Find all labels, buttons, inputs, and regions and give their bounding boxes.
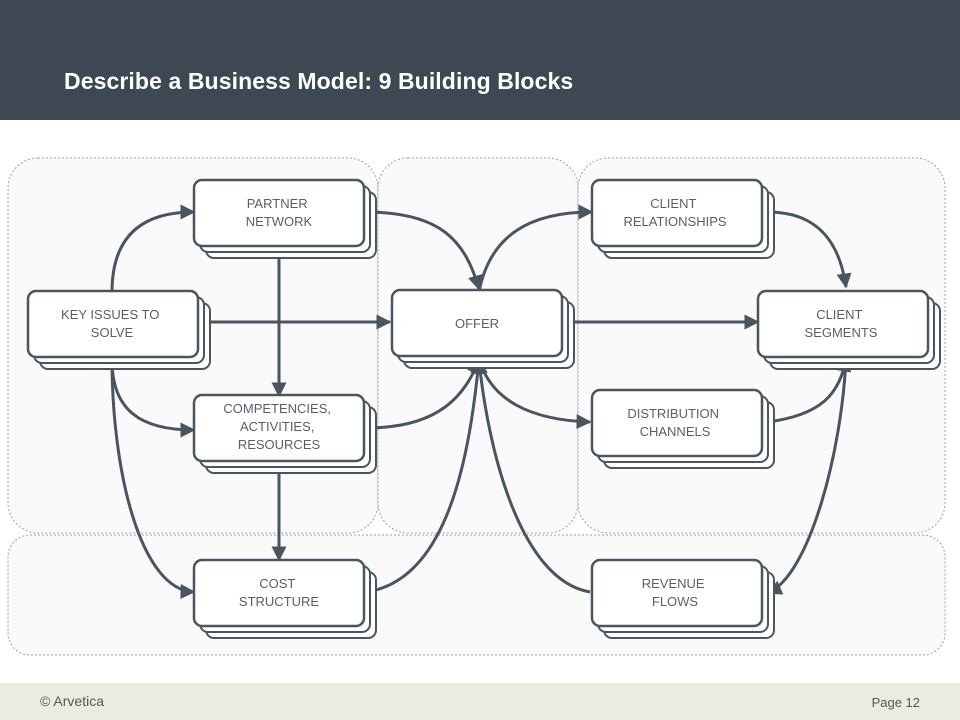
- block-key-issues: KEY ISSUES TO SOLVE: [26, 289, 211, 370]
- partner-network-line-1: PARTNER: [247, 196, 308, 211]
- cost-structure-line-2: STRUCTURE: [239, 594, 319, 609]
- revenue-flows-line-2: FLOWS: [652, 594, 699, 609]
- block-revenue-flows: REVENUE FLOWS: [590, 558, 775, 639]
- distribution-channels-line-1: DISTRIBUTION: [627, 406, 719, 421]
- page-title: Describe a Business Model: 9 Building Bl…: [64, 68, 574, 94]
- key-issues-line-1: KEY ISSUES TO: [61, 307, 159, 322]
- copyright-text: © Arvetica: [40, 693, 105, 709]
- svg-text:COMPETENCIES, ACTIVITIES: COMPETENCIES, ACTIVITIES, RESOURCES: [223, 401, 334, 452]
- key-issues-line-2: SOLVE: [91, 325, 134, 340]
- client-segments-line-2: SEGMENTS: [805, 325, 878, 340]
- svg-text:DISTRIBUTION CHANNELS: DISTRIBUTION CHANNELS: [627, 406, 722, 439]
- block-client-segments: CLIENT SEGMENTS: [756, 289, 941, 370]
- svg-text:CLIENT SEGMENTS: CLIENT SEGMENTS: [805, 307, 878, 340]
- arrow-keyissues-to-cost: [110, 359, 196, 599]
- page-number: Page 12: [871, 695, 920, 710]
- svg-text:OFFER: OFFER: [455, 316, 499, 331]
- revenue-flows-line-1: REVENUE: [642, 576, 705, 591]
- svg-text:COST STRUCTURE: COST STRUCTURE: [239, 576, 319, 609]
- client-relationships-line-1: CLIENT: [650, 196, 696, 211]
- svg-text:KEY ISSUES TO SOLVE: KEY ISSUES TO SOLVE: [61, 307, 163, 340]
- block-cost-structure: COST STRUCTURE: [192, 558, 377, 639]
- svg-text:REVENUE FLOWS: REVENUE FLOWS: [642, 576, 708, 609]
- client-relationships-line-2: RELATIONSHIPS: [623, 214, 726, 229]
- distribution-channels-line-2: CHANNELS: [640, 424, 711, 439]
- block-offer: OFFER: [390, 288, 575, 369]
- block-competencies: COMPETENCIES, ACTIVITIES, RESOURCES: [192, 393, 377, 474]
- block-distribution-channels: DISTRIBUTION CHANNELS: [590, 388, 775, 469]
- client-segments-line-1: CLIENT: [816, 307, 862, 322]
- arrow-revenue-to-offer: [472, 358, 591, 594]
- svg-text:CLIENT RELATIONSHIPS: CLIENT RELATIONSHIPS: [623, 196, 726, 229]
- svg-text:PARTNER NETWORK: PARTNER NETWORK: [246, 196, 313, 229]
- arrow-relationships-to-segments: [767, 210, 852, 289]
- competencies-line-3: RESOURCES: [238, 437, 321, 452]
- competencies-line-2: ACTIVITIES,: [240, 419, 314, 434]
- offer-line-1: OFFER: [455, 316, 499, 331]
- block-partner-network: PARTNER NETWORK: [192, 178, 377, 259]
- block-client-relationships: CLIENT RELATIONSHIPS: [590, 178, 775, 259]
- partner-network-line-2: NETWORK: [246, 214, 313, 229]
- arrow-segments-to-revenue: [766, 357, 848, 595]
- footer-bar: © Arvetica Page 12: [0, 683, 960, 720]
- arrow-partner-to-offer: [365, 210, 483, 291]
- cost-structure-line-1: COST: [259, 576, 295, 591]
- arrow-keyissues-to-partner: [110, 204, 196, 293]
- arrow-cost-to-offer: [365, 358, 486, 594]
- header-bar: Describe a Business Model: 9 Building Bl…: [0, 0, 960, 120]
- arrow-offer-to-relationships: [477, 204, 594, 293]
- competencies-line-1: COMPETENCIES,: [223, 401, 331, 416]
